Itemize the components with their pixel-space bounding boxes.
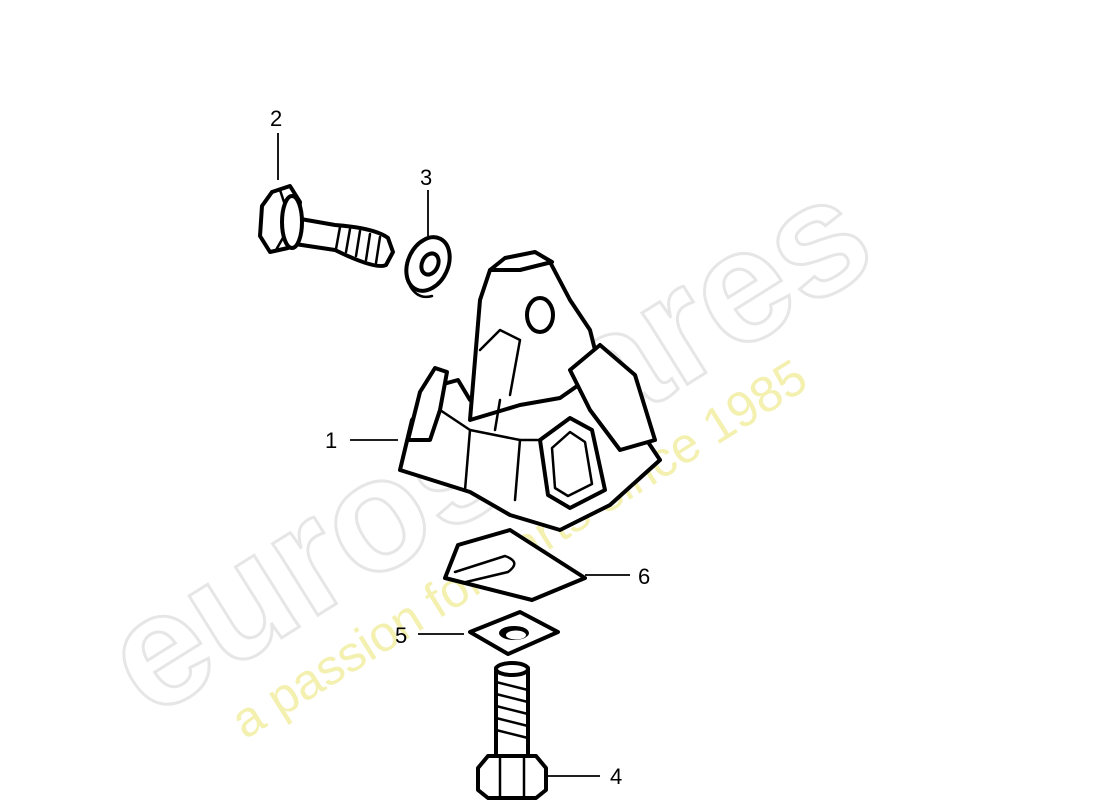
- square-washer: [468, 610, 560, 656]
- callout-1: 1: [325, 428, 337, 453]
- hex-bolt-upper: [258, 184, 395, 268]
- callout-3: 3: [420, 165, 432, 190]
- callout-5: 5: [395, 623, 407, 648]
- washer: [404, 235, 452, 299]
- engine-mount: [398, 250, 662, 532]
- callout-2: 2: [270, 106, 282, 131]
- callouts: 1 2 3 4 5 6: [270, 106, 650, 789]
- leader-lines: [277, 133, 630, 777]
- callout-6: 6: [638, 564, 650, 589]
- shim-plate: [443, 528, 587, 602]
- callout-4: 4: [610, 764, 622, 789]
- hex-bolt-lower: [476, 661, 548, 800]
